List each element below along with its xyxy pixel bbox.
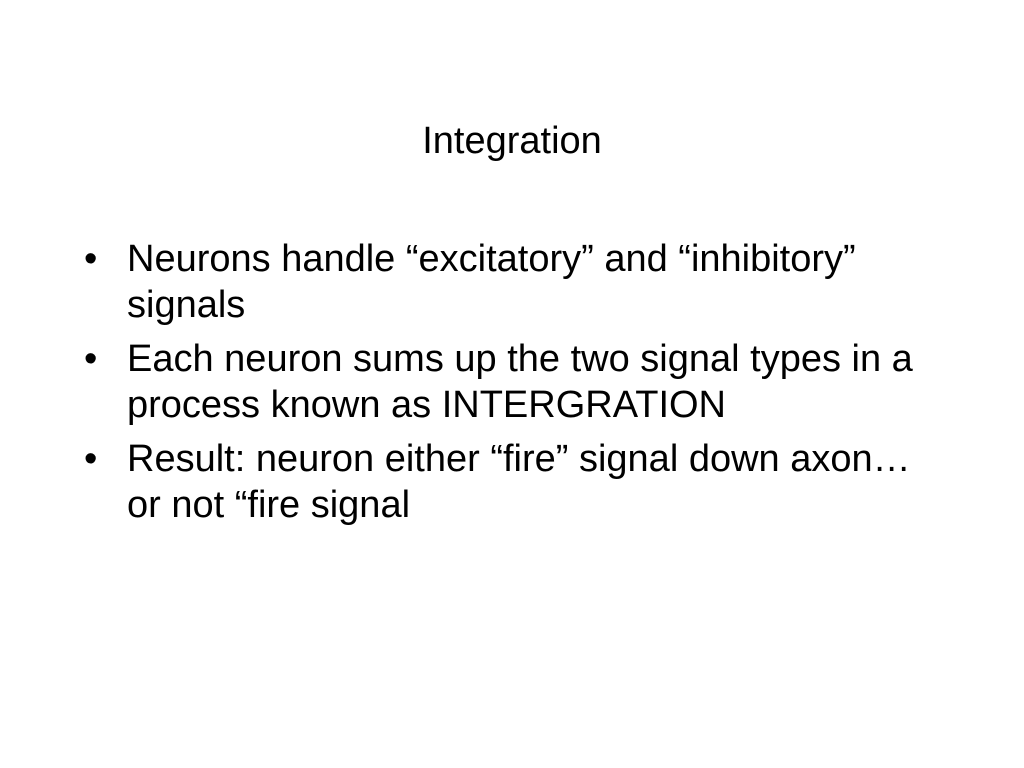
bullet-text: Neurons handle “excitatory” and “inhibit… (127, 238, 856, 326)
bullet-text: Result: neuron either “fire” signal down… (127, 438, 911, 526)
slide-title: Integration (422, 120, 602, 162)
bullet-icon: • (84, 338, 98, 380)
bullet-item: • Neurons handle “excitatory” and “inhib… (84, 236, 944, 328)
bullet-icon: • (84, 438, 98, 480)
bullet-item: • Result: neuron either “fire” signal do… (84, 436, 944, 528)
bullet-list: • Neurons handle “excitatory” and “inhib… (84, 236, 944, 536)
bullet-text: Each neuron sums up the two signal types… (127, 338, 913, 426)
bullet-item: • Each neuron sums up the two signal typ… (84, 336, 944, 428)
bullet-icon: • (84, 238, 98, 280)
